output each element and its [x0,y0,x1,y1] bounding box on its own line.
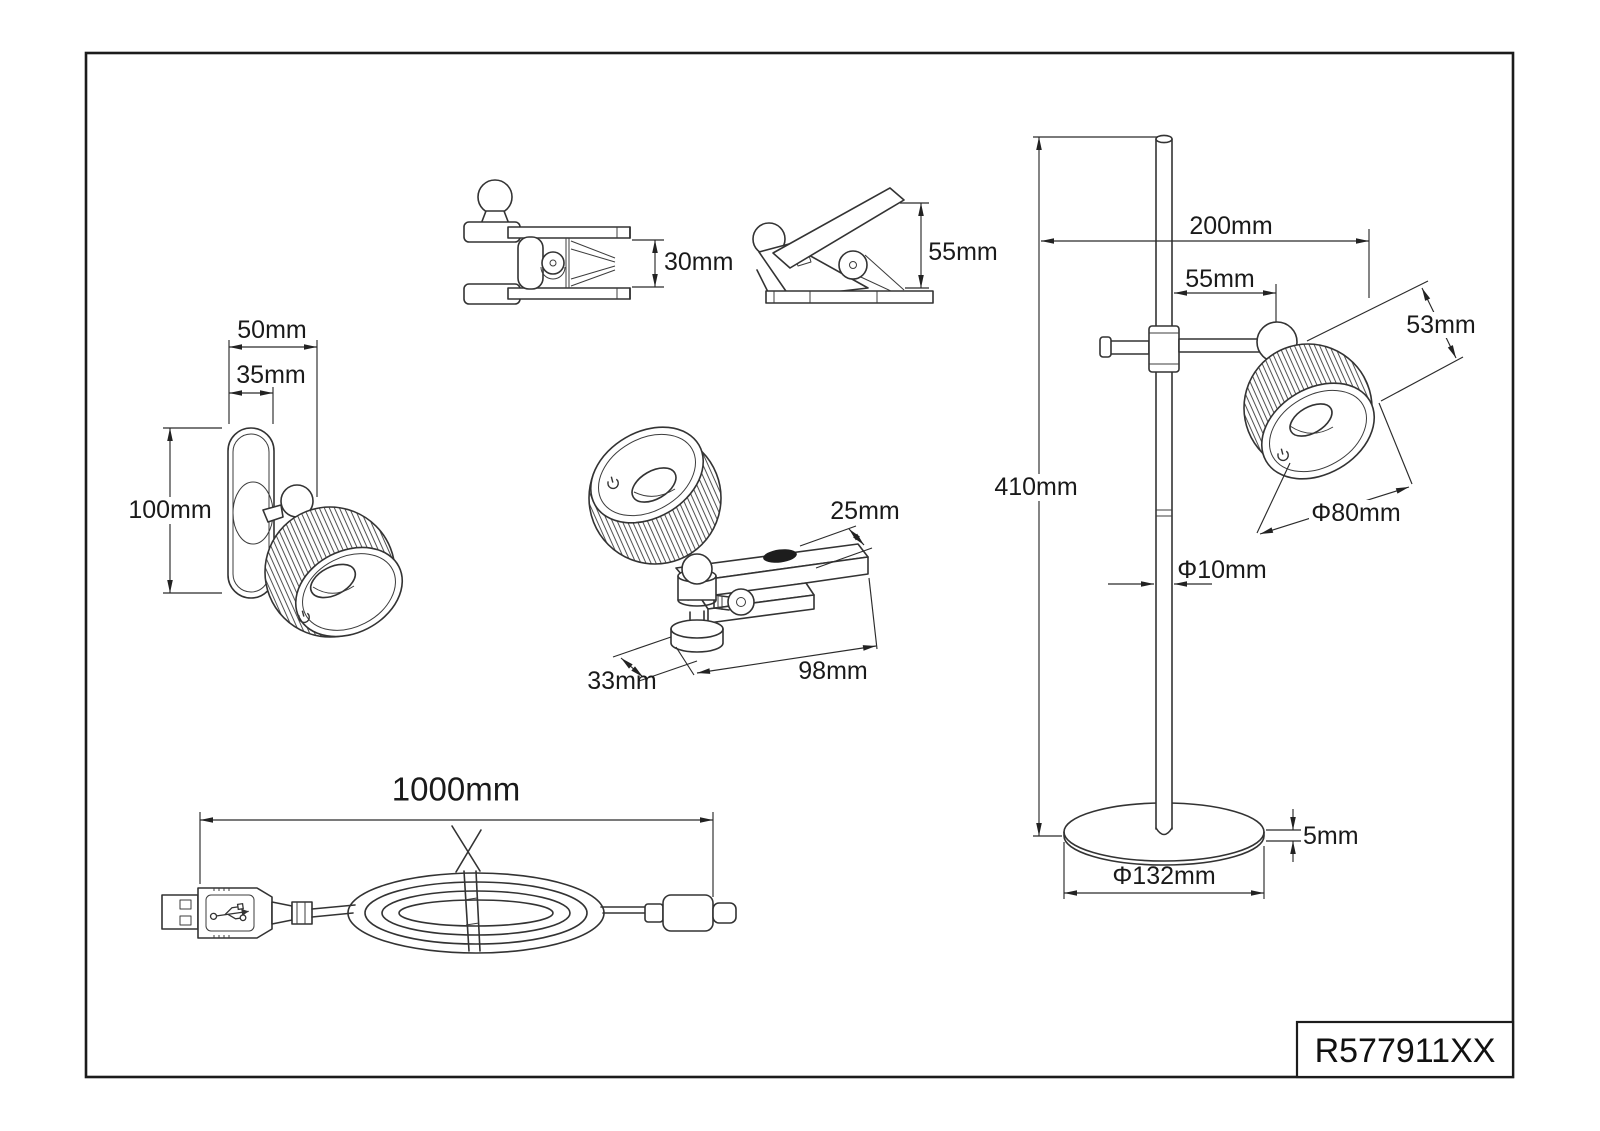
dimension-clip-height: 55mm [900,202,998,289]
label-1000mm: 1000mm [392,771,520,808]
lamp-shade-head [588,426,722,565]
dimension-foot-depth: 33mm [587,636,698,695]
cable-tie [451,825,482,952]
title-block: R577911XX [1295,1020,1515,1079]
dimension-wall-depth: 50mm [228,316,318,497]
clip-top-view: 30mm [463,179,733,305]
dimension-base-diameter: Φ132mm [1063,842,1265,899]
label-55mm-clip: 55mm [928,238,997,266]
clip-side-view: 55mm [752,187,998,304]
ball-joint [681,553,713,585]
dimension-pole-diameter: Φ10mm [1108,556,1267,587]
label-50mm: 50mm [237,316,306,344]
label-410mm: 410mm [994,473,1077,501]
label-30mm: 30mm [664,248,733,276]
clip-lamp-view: 25mm 33mm 98mm [587,426,900,695]
pivot-pin [541,251,565,275]
usb-cable-view: 1000mm [161,771,737,954]
dimension-total-height: 410mm [992,136,1158,837]
label-98mm: 98mm [798,657,867,685]
label-53mm: 53mm [1406,311,1475,339]
dimension-plate-height: 100mm [126,427,222,594]
dimension-shade-depth: 53mm [1306,280,1477,402]
dimension-arm-reach: 200mm [1041,212,1370,298]
cable-coil [311,825,646,954]
usb-c-connector [644,894,737,932]
dimension-cable-length: 1000mm [199,771,714,897]
label-33mm: 33mm [587,667,656,695]
usb-a-connector [161,887,313,939]
dimension-head-offset: 55mm [1174,265,1277,324]
lamp-shade-head [1243,343,1376,480]
arm-knob [1109,340,1150,355]
pivot-pin [838,250,868,280]
lamp-shade-head [264,506,404,638]
usb-icon [209,902,249,922]
drawing-border [84,51,1515,1079]
label-d80mm: Φ80mm [1311,499,1400,527]
ball-joint [477,179,513,215]
label-55mm-table: 55mm [1185,265,1254,293]
label-200mm: 200mm [1189,212,1272,240]
label-d10mm: Φ10mm [1177,556,1266,584]
label-100mm: 100mm [128,496,211,524]
dimension-base-thickness: 5mm [1266,809,1359,862]
clip-base-plate [765,290,934,304]
table-lamp-view: 410mm 200mm 55mm [992,134,1477,899]
lamp-arm [1178,338,1261,353]
label-5mm: 5mm [1303,822,1359,850]
dimension-arm-width: 25mm [799,497,900,569]
thumb-screw [727,588,755,616]
clamp-foot-pad [670,619,724,639]
dimension-clamp-length: 98mm [675,577,878,685]
label-35mm: 35mm [236,361,305,389]
label-25mm: 25mm [830,497,899,525]
dimension-shade-diameter: Φ80mm [1256,402,1413,535]
label-d132mm: Φ132mm [1112,862,1215,890]
wall-mount-view: 50mm 35mm 100mm [126,316,404,638]
clip-upper-jaw [772,187,905,269]
product-code: R577911XX [1315,1032,1496,1070]
power-icon [607,476,619,490]
power-icon [298,610,310,624]
power-icon [1277,448,1289,462]
dimension-plate-depth: 35mm [229,361,306,424]
clamp-hole [763,549,797,563]
dimension-clip-opening: 30mm [632,239,733,288]
lamp-pole [1155,134,1173,836]
